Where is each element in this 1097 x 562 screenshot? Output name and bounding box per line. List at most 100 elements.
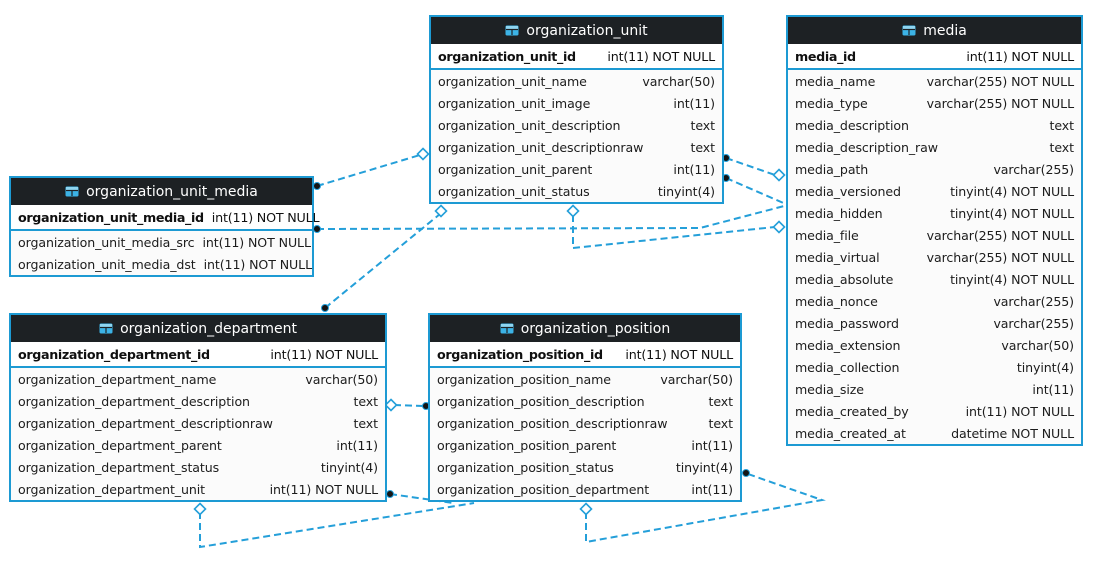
column-type: int(11) NOT NULL [269,481,378,497]
column-type: varchar(255) [993,161,1074,177]
primary-key-row[interactable]: organization_unit_media_id int(11) NOT N… [11,205,320,231]
column-name: media_file [795,227,859,243]
column-name: media_hidden [795,205,883,221]
table-organization_unit[interactable]: organization_unit organization_unit_id i… [429,15,724,204]
table-row[interactable]: organization_department_description text [11,390,385,412]
column-name: organization_unit_id [438,48,576,64]
column-name: organization_unit_descriptionraw [438,139,644,155]
connector-diamond [384,398,398,412]
column-type: varchar(50) [305,371,378,387]
table-icon [99,323,113,334]
table-header[interactable]: organization_unit [431,17,722,44]
table-header[interactable]: media [788,17,1081,44]
column-type: text [690,117,716,133]
column-type: int(11) NOT NULL [625,346,733,362]
column-name: media_created_at [795,425,906,441]
column-type: text [690,139,716,155]
column-name: organization_position_description [437,393,645,409]
table-row[interactable]: organization_unit_descriptionraw text [431,136,722,158]
table-header[interactable]: organization_position [430,315,740,342]
column-name: organization_position_status [437,459,614,475]
column-name: organization_unit_parent [438,161,593,177]
column-type: varchar(255) NOT NULL [926,227,1074,243]
column-type: text [1049,117,1075,133]
column-type: int(11) [673,95,715,111]
column-type: text [1049,139,1075,155]
column-type: tinyint(4) [1016,359,1074,375]
connector-diamond [416,147,430,161]
relationship-line [393,404,424,407]
connector-diamond [772,168,786,182]
relationship-line [585,473,826,544]
column-name: organization_department_description [18,393,250,409]
table-header[interactable]: organization_unit_media [11,178,312,205]
primary-key-row[interactable]: organization_unit_id int(11) NOT NULL [431,44,722,70]
connector-dot [386,490,394,498]
primary-key-row[interactable]: organization_position_id int(11) NOT NUL… [430,342,740,368]
column-type: int(11) [691,437,733,453]
column-name: media_virtual [795,249,880,265]
column-name: organization_position_descriptionraw [437,415,668,431]
column-type: text [353,415,379,431]
connector-dot [313,182,321,190]
table-organization_unit_media[interactable]: organization_unit_media organization_uni… [9,176,320,277]
table-organization_department[interactable]: organization_department organization_dep… [9,313,387,502]
table-row[interactable]: media_file varchar(255) NOT NULL [788,224,1081,246]
connector-diamond [566,204,580,218]
primary-key-row[interactable]: organization_department_id int(11) NOT N… [11,342,385,368]
column-type: int(11) NOT NULL [965,403,1074,419]
primary-key-row[interactable]: media_id int(11) NOT NULL [788,44,1081,70]
column-name: media_absolute [795,271,894,287]
connector-dot [313,225,321,233]
table-organization_position[interactable]: organization_position organization_posit… [428,313,742,502]
table-header[interactable]: organization_department [11,315,385,342]
column-type: varchar(255) NOT NULL [926,95,1074,111]
table-icon [500,323,514,334]
column-type: varchar(50) [1001,337,1074,353]
table-title: organization_position [520,320,671,337]
column-type: varchar(50) [642,73,715,89]
column-name: organization_position_department [437,481,650,497]
relationship-line [316,204,789,230]
column-name: media_nonce [795,293,878,309]
column-type: text [353,393,379,409]
table-media[interactable]: media media_id int(11) NOT NULL media_na… [786,15,1083,446]
